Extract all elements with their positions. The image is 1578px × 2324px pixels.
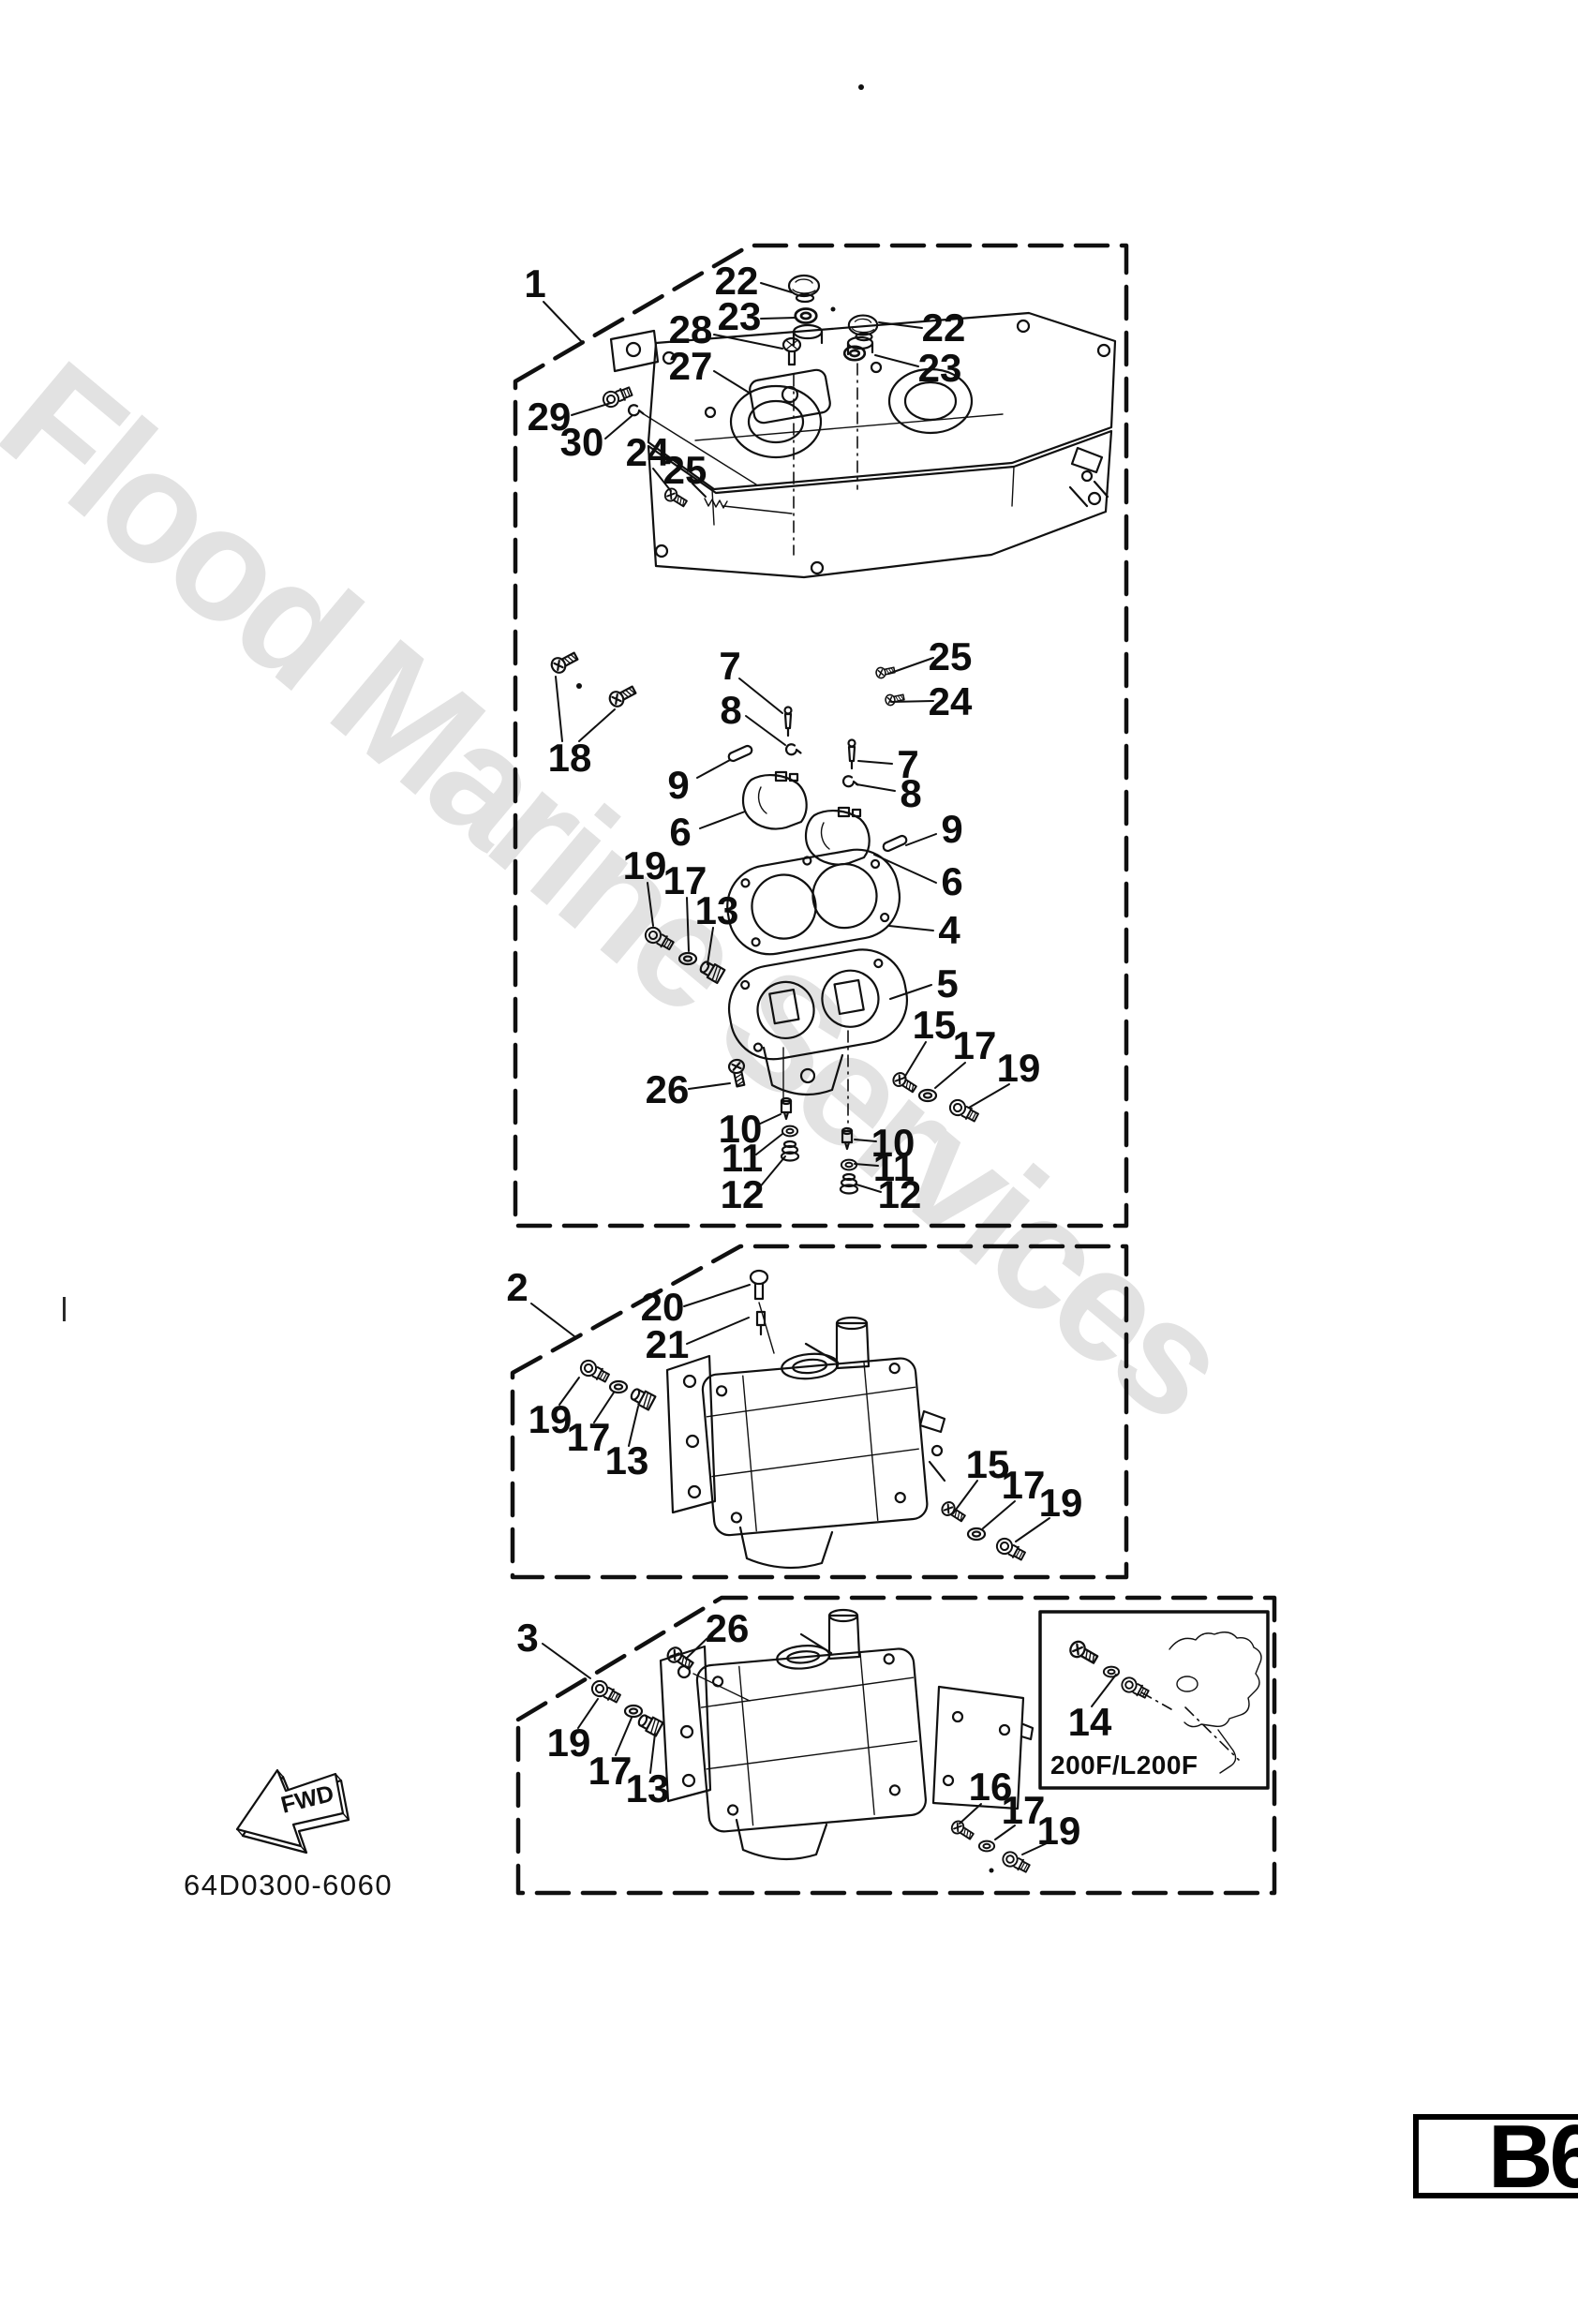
callout-9-16: 9 bbox=[667, 763, 690, 807]
callout-27-4: 27 bbox=[668, 344, 713, 388]
callout-17-44: 17 bbox=[1001, 1463, 1046, 1507]
bowl-gasket-drawing bbox=[726, 848, 901, 956]
callout-10-34: 10 bbox=[871, 1121, 916, 1165]
needle-seat-right-drawing bbox=[839, 1126, 859, 1195]
callout-19-54: 19 bbox=[1036, 1809, 1081, 1853]
scan-speck bbox=[858, 84, 864, 90]
callout-10-31: 10 bbox=[718, 1107, 763, 1151]
callout-29-7: 29 bbox=[527, 395, 572, 439]
callout-9-20: 9 bbox=[941, 807, 963, 851]
callout-26-30: 26 bbox=[645, 1067, 690, 1111]
callout-16-52: 16 bbox=[968, 1765, 1013, 1809]
callout-25-11: 25 bbox=[928, 634, 973, 678]
callout-19-48: 19 bbox=[546, 1721, 591, 1765]
callout-1-0: 1 bbox=[524, 261, 546, 305]
scan-tick-mark bbox=[63, 1297, 66, 1321]
scan-speck bbox=[989, 1868, 994, 1873]
mount-screws-18-drawing bbox=[547, 648, 639, 710]
callout-6-21: 6 bbox=[941, 859, 963, 903]
needle-valve-float-left-drawing bbox=[726, 706, 808, 830]
pilot-screw-and-plate-drawing bbox=[600, 336, 906, 708]
needle-seat-left-drawing bbox=[780, 1096, 800, 1162]
callout-13-29: 13 bbox=[694, 888, 739, 932]
callout-17-28: 17 bbox=[662, 858, 707, 902]
page-tab-badge: B6 bbox=[1413, 2112, 1578, 2202]
callout-3-46: 3 bbox=[516, 1616, 539, 1660]
drawing-code: 64D0300-6060 bbox=[184, 1869, 394, 1901]
callout-15-43: 15 bbox=[965, 1442, 1010, 1486]
carburetor-assembly-2-drawing bbox=[577, 1269, 1028, 1570]
carburetor-assembly-3-drawing bbox=[588, 1608, 1035, 1876]
callout-leader-lines bbox=[530, 282, 1117, 1855]
inset-option-box bbox=[1038, 1610, 1270, 1790]
callout-5-23: 5 bbox=[936, 961, 959, 1006]
callout-22-1: 22 bbox=[714, 259, 759, 303]
callout-12-33: 12 bbox=[720, 1172, 765, 1216]
callout-8-19: 8 bbox=[900, 771, 922, 815]
needle-valve-float-right-drawing bbox=[805, 738, 909, 866]
callout-30-8: 30 bbox=[559, 420, 604, 464]
callout-26-47: 26 bbox=[705, 1606, 750, 1650]
callout-17-41: 17 bbox=[566, 1415, 611, 1459]
callout-7-18: 7 bbox=[897, 742, 919, 786]
callout-11-35: 11 bbox=[872, 1145, 916, 1189]
assembly-box-3-outline bbox=[515, 1595, 1277, 1896]
callout-12-36: 12 bbox=[877, 1172, 922, 1216]
scan-speck bbox=[576, 683, 582, 689]
callout-14-51: 14 bbox=[1067, 1700, 1112, 1744]
callout-19-26: 19 bbox=[996, 1046, 1041, 1090]
callout-8-15: 8 bbox=[720, 688, 742, 732]
callout-6-17: 6 bbox=[669, 810, 692, 854]
inset-model-label: 200F/L200F bbox=[1050, 1750, 1198, 1780]
callout-24-12: 24 bbox=[928, 679, 973, 723]
callout-23-2: 23 bbox=[717, 294, 762, 338]
assembly-box-2-outline bbox=[510, 1244, 1129, 1580]
fwd-arrow-icon: FWD bbox=[235, 1768, 350, 1855]
callout-19-40: 19 bbox=[528, 1397, 573, 1441]
callout-13-42: 13 bbox=[604, 1438, 649, 1482]
callout-4-22: 4 bbox=[938, 908, 960, 952]
callout-25-10: 25 bbox=[662, 448, 707, 492]
callout-17-53: 17 bbox=[1001, 1788, 1046, 1832]
scan-speck bbox=[830, 306, 836, 312]
callout-19-45: 19 bbox=[1038, 1481, 1083, 1525]
callout-15-24: 15 bbox=[912, 1003, 957, 1047]
callout-19-27: 19 bbox=[622, 843, 667, 887]
callout-17-25: 17 bbox=[952, 1023, 997, 1067]
callout-21-39: 21 bbox=[645, 1322, 690, 1366]
callout-17-49: 17 bbox=[588, 1749, 633, 1793]
callout-2-37: 2 bbox=[506, 1265, 528, 1309]
callout-18-13: 18 bbox=[547, 736, 592, 780]
callout-7-14: 7 bbox=[719, 644, 741, 688]
callout-24-9: 24 bbox=[625, 430, 670, 474]
callout-11-32: 11 bbox=[721, 1136, 764, 1180]
callout-28-3: 28 bbox=[668, 307, 713, 351]
callout-22-5: 22 bbox=[921, 305, 966, 350]
callout-13-50: 13 bbox=[625, 1766, 670, 1810]
callout-23-6: 23 bbox=[917, 346, 962, 390]
callout-20-38: 20 bbox=[640, 1285, 685, 1329]
float-bowl-drawing bbox=[727, 948, 909, 1096]
